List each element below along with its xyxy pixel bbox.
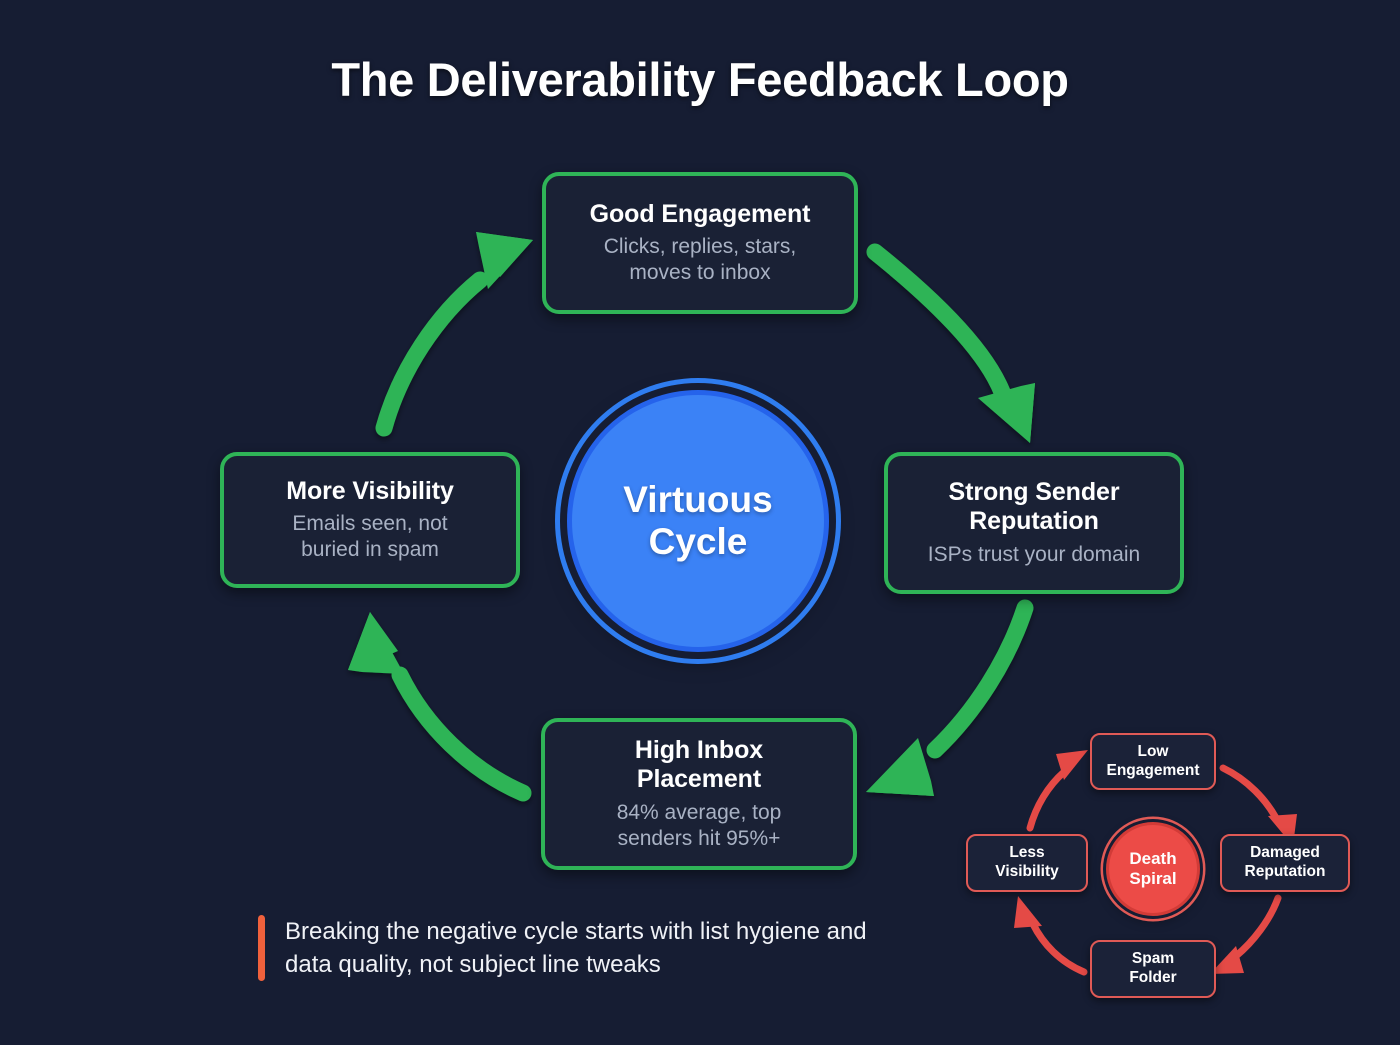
spiral-node-damaged-reputation[interactable]: Damaged Reputation (1220, 834, 1350, 892)
cycle-node-subtitle-line2: moves to inbox (629, 261, 771, 285)
cycle-node-more-visibility[interactable]: More Visibility Emails seen, not buried … (220, 452, 520, 588)
caption-text: Breaking the negative cycle starts with … (285, 915, 867, 981)
caption-line2: data quality, not subject line tweaks (285, 951, 661, 979)
cycle-node-title-line1: High Inbox (634, 736, 764, 764)
spiral-node-low-engagement[interactable]: Low Engagement (1090, 733, 1216, 790)
spiral-node-line2: Folder (1129, 969, 1177, 986)
death-spiral-diagram: Low Engagement Damaged Reputation Spam F… (948, 718, 1368, 1018)
death-spiral-hub: Death Spiral (1106, 822, 1200, 916)
cycle-node-strong-sender-reputation[interactable]: Strong Sender Reputation ISPs trust your… (884, 452, 1184, 594)
spiral-node-line1: Spam (1131, 950, 1175, 968)
death-spiral-hub-line2: Spiral (1129, 869, 1177, 888)
spiral-node-line1: Less (1009, 844, 1045, 862)
cycle-node-title-line2: Placement (636, 765, 762, 794)
spiral-node-less-visibility[interactable]: Less Visibility (966, 834, 1088, 892)
cycle-node-high-inbox-placement[interactable]: High Inbox Placement 84% average, top se… (541, 718, 857, 870)
cycle-node-title: Strong Sender Reputation (949, 478, 1120, 537)
cycle-node-title: High Inbox Placement (635, 736, 763, 795)
cycle-node-subtitle: 84% average, top senders hit 95%+ (617, 800, 782, 853)
spiral-node-line1: Damaged (1250, 844, 1320, 862)
cycle-node-title: More Visibility (286, 476, 454, 505)
spiral-node-line2: Engagement (1106, 761, 1200, 779)
spiral-node-line2: Reputation (1244, 863, 1326, 880)
cycle-node-subtitle: Clicks, replies, stars, moves to inbox (604, 234, 797, 287)
caption-line1: Breaking the negative cycle starts with … (285, 918, 867, 945)
cycle-node-title: Good Engagement (589, 199, 811, 228)
hub-label-line2: Cycle (648, 521, 748, 562)
arrow-engagement-to-reputation (866, 243, 1035, 443)
mini-arrow-less-to-low (1026, 750, 1088, 832)
page-title: The Deliverability Feedback Loop (331, 53, 1069, 106)
spiral-node-spam-folder[interactable]: Spam Folder (1090, 940, 1216, 998)
cycle-node-subtitle-line2: buried in spam (301, 538, 439, 562)
cycle-node-good-engagement[interactable]: Good Engagement Clicks, replies, stars, … (542, 172, 858, 314)
hub-label-line1: Virtuous (623, 478, 773, 520)
cycle-node-subtitle: ISPs trust your domain (927, 542, 1141, 566)
cycle-node-subtitle: Emails seen, not buried in spam (292, 511, 447, 564)
cycle-node-subtitle-line1: Emails seen, not (292, 511, 448, 535)
cycle-node-subtitle-line1: 84% average, top (616, 800, 782, 824)
caption: Breaking the negative cycle starts with … (258, 915, 1018, 982)
mini-arrow-damaged-to-spam (1210, 894, 1282, 974)
death-spiral-hub-line1: Death (1129, 849, 1177, 869)
cycle-node-title-line1: Strong Sender (948, 478, 1120, 507)
arrow-visibility-to-engagement (375, 232, 533, 437)
cycle-node-title-line2: Reputation (969, 507, 1099, 536)
mini-arrow-spam-to-less (1014, 896, 1088, 976)
spiral-node-line1: Low (1137, 742, 1169, 760)
cycle-node-subtitle-line1: Clicks, replies, stars, (603, 234, 797, 258)
cycle-node-subtitle-line2: senders hit 95%+ (617, 826, 781, 850)
virtuous-cycle-hub: Virtuous Cycle (567, 390, 829, 652)
spiral-node-line2: Visibility (995, 863, 1059, 880)
arrow-inbox-to-visibility (348, 612, 532, 802)
caption-accent-bar (258, 915, 265, 982)
